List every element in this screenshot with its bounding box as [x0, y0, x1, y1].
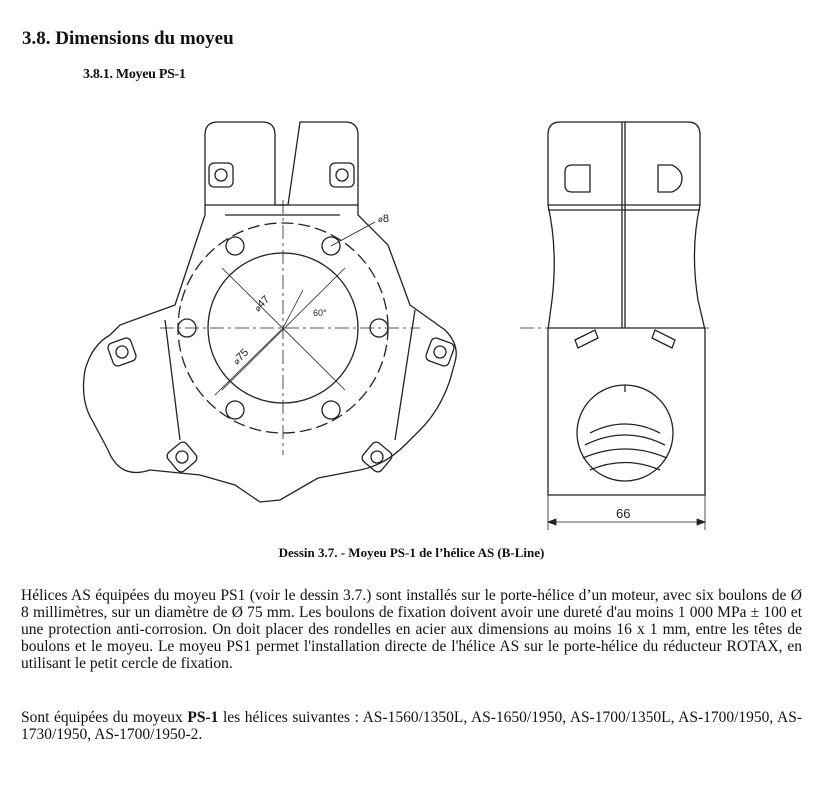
section-title: 3.8. Dimensions du moyeu [22, 28, 234, 49]
side-view-outline [547, 121, 706, 496]
paragraph-installation: Hélices AS équipées du moyeu PS1 (voir l… [21, 587, 802, 672]
hub-outline [82, 121, 457, 503]
dim-width-label: 66 [616, 506, 630, 521]
p2-hub-name: PS-1 [187, 709, 219, 726]
p2-prefix: Sont équipées du moyeux [21, 709, 188, 726]
dim-inner-label: ø47 [252, 294, 273, 315]
p2-suffix: les hélices suivantes : AS-1560/1350L, A… [21, 709, 802, 743]
dim-bolt-label: ø8 [378, 213, 389, 225]
subsection-title: 3.8.1. Moyeu PS-1 [83, 67, 186, 82]
figure-caption: Dessin 3.7. - Moyeu PS-1 de l’hélice AS … [278, 545, 545, 560]
dim-angle-label: 60° [313, 308, 327, 318]
hub-technical-drawing: ø8 ø47 ø75 60° 66 [82, 121, 710, 530]
paragraph-compatible-propellers: Sont équipées du moyeux PS-1 les hélices… [21, 709, 802, 743]
